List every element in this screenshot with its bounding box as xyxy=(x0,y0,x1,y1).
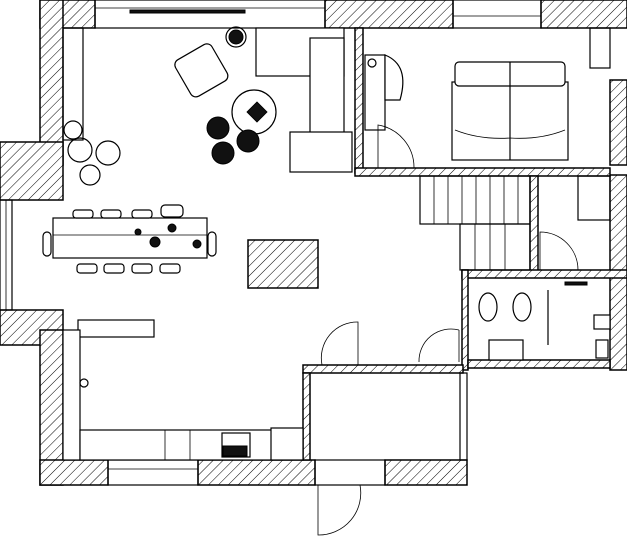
armchair-icon xyxy=(174,43,229,98)
bathroom xyxy=(478,281,611,361)
bidet-icon xyxy=(512,292,532,322)
washer xyxy=(488,339,524,361)
staircase xyxy=(419,175,611,271)
windows xyxy=(0,0,542,486)
dining-table xyxy=(42,204,217,274)
plant-icon xyxy=(211,141,235,165)
living-room xyxy=(62,26,353,186)
plant-icon xyxy=(236,129,260,153)
exterior-walls xyxy=(0,0,627,486)
interior-walls xyxy=(247,27,627,461)
bedroom xyxy=(364,27,611,161)
toilet-icon xyxy=(478,292,498,322)
kitchen xyxy=(62,319,304,461)
plant-icon xyxy=(63,120,121,186)
doors xyxy=(317,124,579,536)
plant-icon xyxy=(206,116,230,140)
